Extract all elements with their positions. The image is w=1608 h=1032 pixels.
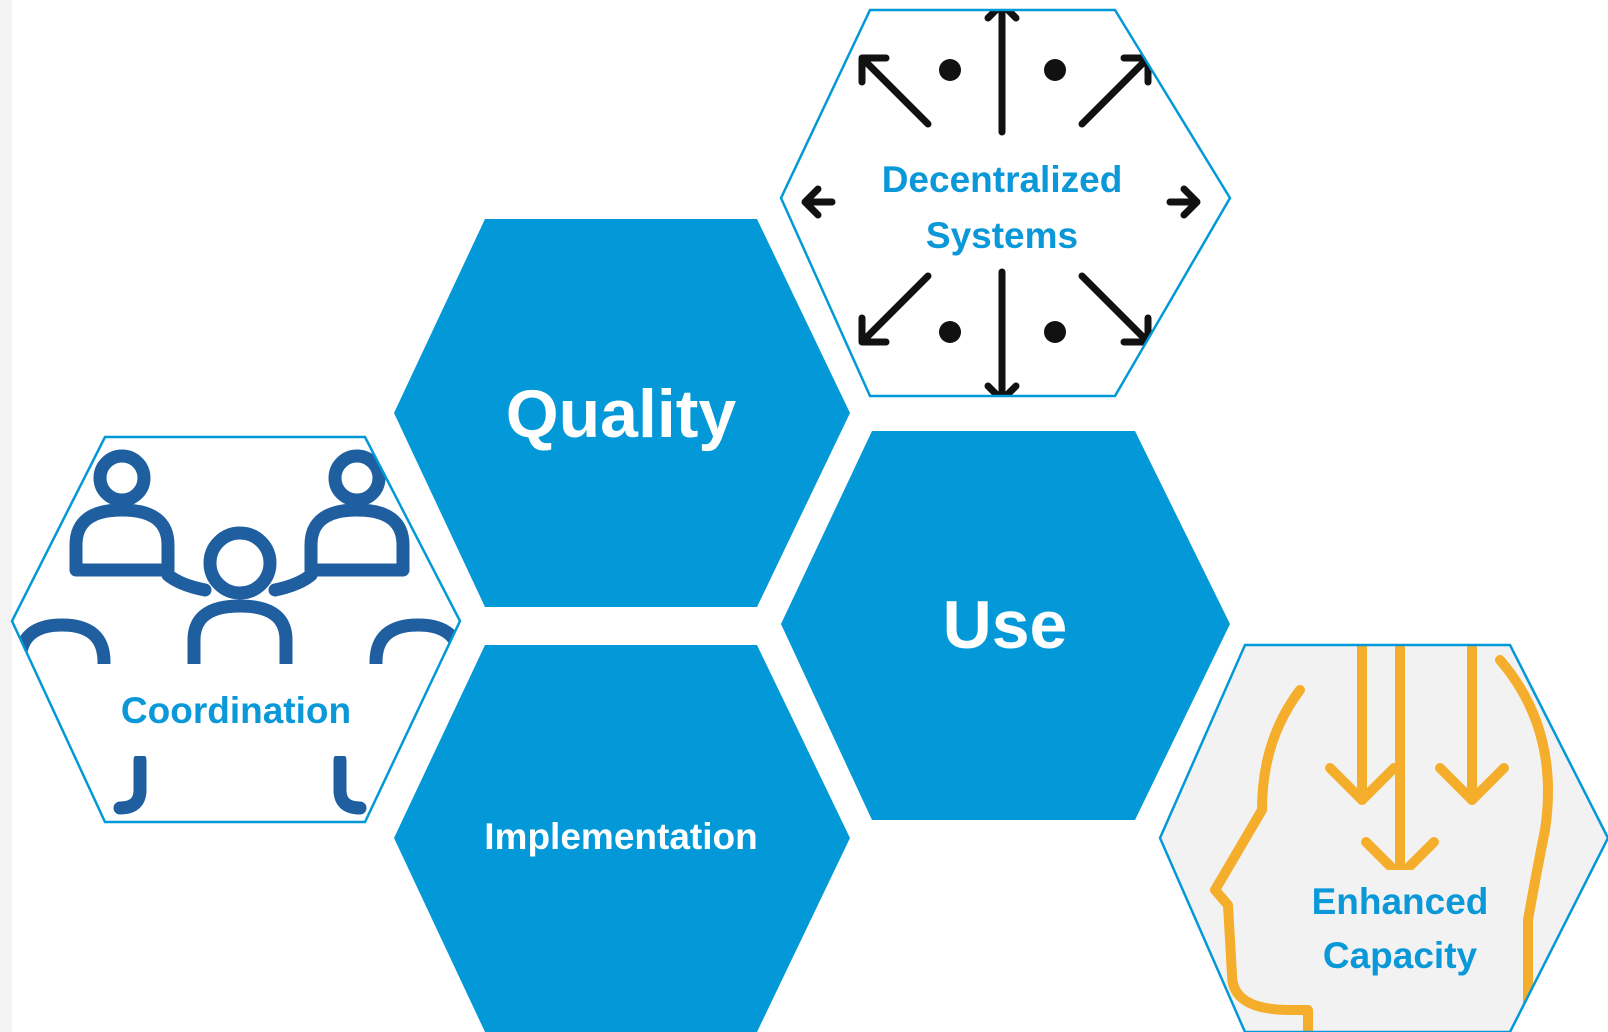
- left-edge-strip: [0, 0, 12, 1032]
- hexagon-decentralized-label-line1: Decentralized: [882, 159, 1123, 200]
- hexagon-use-shape: [781, 431, 1230, 820]
- hexagon-quality: Quality: [394, 219, 850, 607]
- hexagon-capacity-outline: [1158, 643, 1608, 1032]
- hexagon-decentralized-outline: [779, 8, 1232, 398]
- hexagon-quality-shape: [394, 219, 850, 607]
- hexagon-implementation: Implementation: [394, 645, 850, 1032]
- hexagon-implementation-shape: [394, 645, 850, 1032]
- hexagon-decentralized-systems: Decentralized Systems: [779, 8, 1232, 398]
- hexagon-use: Use: [781, 431, 1230, 820]
- hexagon-use-label: Use: [943, 587, 1068, 663]
- outward-arrows-icon: [801, 10, 1201, 396]
- hexagon-capacity-label-line2: Capacity: [1323, 935, 1478, 976]
- hexagon-implementation-label: Implementation: [484, 816, 757, 857]
- hexagon-capacity-label-line1: Enhanced: [1312, 881, 1489, 922]
- hexagon-coordination-label: Coordination: [121, 690, 351, 731]
- hexagon-coordination-outline: [10, 435, 462, 824]
- hexagon-decentralized-label-line2: Systems: [926, 215, 1078, 256]
- hexagon-coordination: Coordination: [10, 435, 462, 824]
- hexagon-quality-label: Quality: [506, 376, 737, 452]
- hexagon-enhanced-capacity: Enhanced Capacity: [1158, 643, 1608, 1032]
- outward-arrows-dots: [939, 59, 1066, 343]
